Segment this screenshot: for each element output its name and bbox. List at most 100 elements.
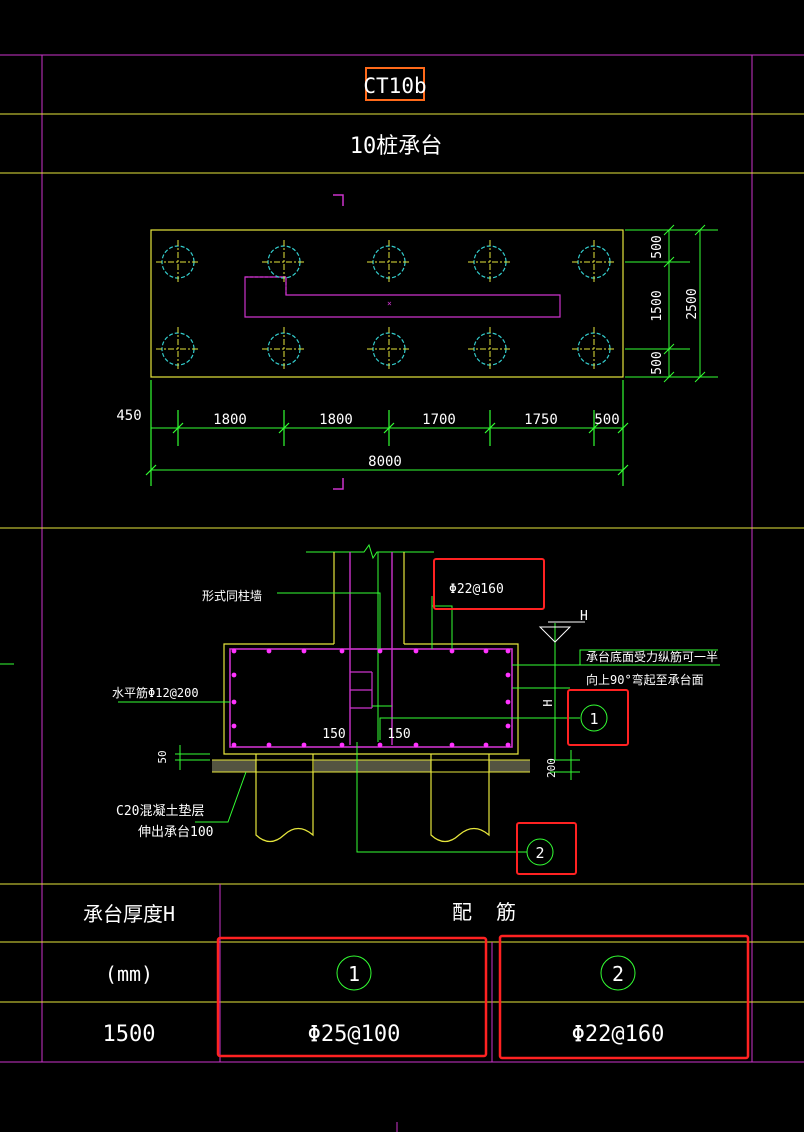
rebar-dot <box>483 648 489 654</box>
plan-dim-y-3: 500 <box>650 351 665 374</box>
header-rebar: 配 筋 <box>452 900 516 924</box>
row-col2: Φ22@160 <box>572 1022 665 1047</box>
rebar-dot <box>339 648 345 654</box>
header-thickness-1: 承台厚度H <box>83 902 175 926</box>
rebar-dot <box>483 742 489 748</box>
drawing-title: 10桩承台 <box>350 134 443 159</box>
column-top-break <box>306 543 434 560</box>
rebar-dot <box>339 742 345 748</box>
plan-dim-height: 2500 <box>685 288 700 319</box>
row-col1: Φ25@100 <box>308 1022 401 1047</box>
highlight-top-bar <box>433 558 545 610</box>
pile-1-4 <box>468 240 512 284</box>
rebar-dot <box>301 742 307 748</box>
table-bubble-2-label: 2 <box>612 962 624 986</box>
plan-dim-x-1: 1800 <box>213 412 247 428</box>
header-thickness-2: (mm) <box>105 962 153 986</box>
cushion-layer-right <box>489 760 530 772</box>
pile-1-2 <box>262 240 306 284</box>
drawing-frame <box>0 54 804 1132</box>
highlight-table-col1 <box>216 936 488 1058</box>
rebar-dot <box>449 742 455 748</box>
bubble-2-label: 2 <box>535 844 544 862</box>
pile-cap-outline <box>150 229 624 378</box>
rebar-cage <box>229 648 513 748</box>
rebar-dot <box>505 742 511 748</box>
rebar-dot <box>301 648 307 654</box>
rebar-dot <box>231 723 237 729</box>
plan-dim-ticks <box>145 380 629 486</box>
rebar-dot <box>505 648 511 654</box>
rebar-dot <box>377 742 383 748</box>
pile-1-5 <box>572 240 616 284</box>
pile-group <box>156 240 616 371</box>
rebar-dot <box>505 699 511 705</box>
bubble-1-circle <box>580 704 608 732</box>
label-column: 形式同柱墙 <box>202 588 262 603</box>
rebar-dot <box>231 672 237 678</box>
plan-vertical-dims <box>625 224 718 383</box>
column-outline <box>244 276 561 318</box>
plan-dim-left: 450 <box>116 408 141 424</box>
pile-2-5 <box>572 327 616 371</box>
dim-150-right: 150 <box>387 727 410 742</box>
plan-dim-x-3: 1700 <box>422 412 456 428</box>
cushion-layer-mid <box>314 760 431 772</box>
label-top-bar: Φ22@160 <box>449 582 504 597</box>
label-bottom-note-1: 承台底面受力纵筋可一半 <box>586 649 718 664</box>
section-top-marker: H <box>580 609 588 624</box>
plan-view: × 450 1800 1800 1700 1750 500 8000 <box>116 194 718 490</box>
rebar-dot <box>231 648 237 654</box>
dim-50: 50 <box>156 750 169 763</box>
rebar-dot <box>231 742 237 748</box>
section-view: H 形式同柱墙 Φ22@160 水平筋Φ12@200 承台底面受力纵筋可一半 向… <box>112 543 720 875</box>
rebar-dot <box>505 723 511 729</box>
rebar-dot <box>413 742 419 748</box>
elevation-marker <box>538 626 572 643</box>
dim-200: 200 <box>545 758 558 778</box>
pile-2-2 <box>262 327 306 371</box>
bubble-1-label: 1 <box>589 710 598 728</box>
section-pile-right <box>430 754 490 843</box>
plan-dim-total: 8000 <box>368 454 402 470</box>
plan-dim-x-5: 500 <box>594 412 619 428</box>
pile-1-3 <box>367 240 411 284</box>
highlight-table-col2 <box>498 934 750 1060</box>
rebar-dot <box>266 742 272 748</box>
pile-2-4 <box>468 327 512 371</box>
dim-150-left: 150 <box>322 727 345 742</box>
drawing-code-box <box>365 67 425 101</box>
section-side-marker: H <box>541 699 555 706</box>
pile-2-3 <box>367 327 411 371</box>
table-bubble-1-label: 1 <box>348 962 360 986</box>
rebar-table: 承台厚度H (mm) 配 筋 1 2 1500 Φ25@100 Φ22@160 <box>83 900 750 1060</box>
label-cushion-1: C20混凝土垫层 <box>116 803 204 819</box>
pile-1-1 <box>156 240 200 284</box>
row-thickness: 1500 <box>103 1022 156 1047</box>
drawing-code: CT10b <box>363 74 426 98</box>
plan-dim-y-1: 500 <box>650 235 665 258</box>
plan-dim-y-2: 1500 <box>650 290 665 321</box>
pile-cap-section-outline <box>223 643 519 755</box>
rebar-dot <box>266 648 272 654</box>
label-bottom-note-2: 向上90°弯起至承台面 <box>586 672 704 687</box>
bubble-2-circle <box>526 838 554 866</box>
rebar-dot <box>231 699 237 705</box>
rebar-dot <box>377 648 383 654</box>
highlight-bubble-2 <box>516 822 577 875</box>
rebar-dot <box>505 672 511 678</box>
highlight-bubble-1 <box>567 689 629 746</box>
svg-text:×: × <box>387 299 392 308</box>
cushion-layer-left <box>212 760 256 772</box>
section-pile-left <box>255 754 314 843</box>
plan-dim-x-2: 1800 <box>319 412 353 428</box>
label-horizontal-bar: 水平筋Φ12@200 <box>112 685 199 700</box>
rebar-dots <box>231 648 511 748</box>
rebar-dot <box>413 648 419 654</box>
rebar-dot <box>449 648 455 654</box>
pile-2-1 <box>156 327 200 371</box>
plan-dim-x-4: 1750 <box>524 412 558 428</box>
table-bubble-2-circle <box>600 955 636 991</box>
label-cushion-2: 伸出承台100 <box>138 825 213 840</box>
